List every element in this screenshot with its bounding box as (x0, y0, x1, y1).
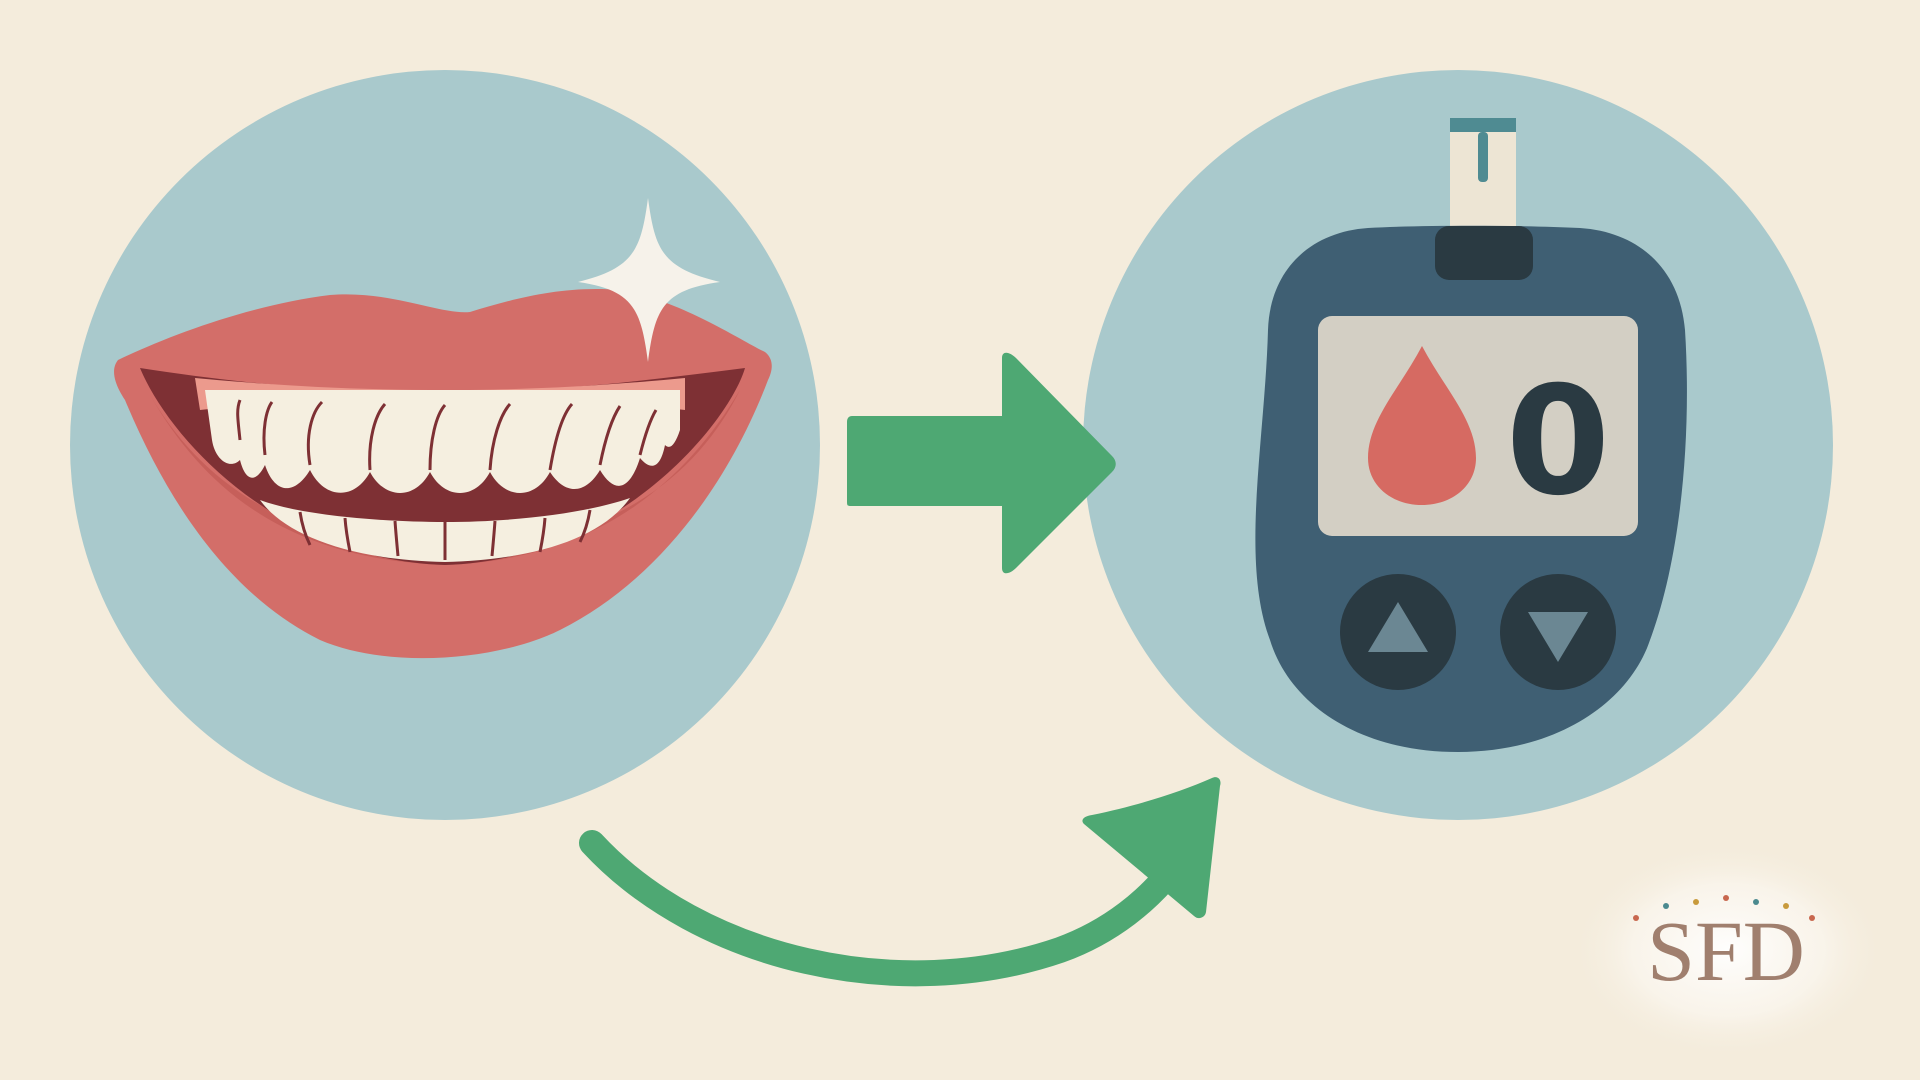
test-strip (1450, 118, 1516, 238)
meter-down-button[interactable] (1500, 574, 1616, 690)
right-arrow-icon (847, 352, 1116, 574)
logo-dots (1633, 895, 1815, 921)
curved-arrow-icon (579, 777, 1221, 987)
meter-reading: 0 (1506, 355, 1610, 529)
strip-port (1435, 226, 1533, 280)
mouth-panel (70, 70, 820, 820)
logo: SFD (1568, 840, 1888, 1060)
meter-up-button[interactable] (1340, 574, 1456, 690)
blood-drop-icon (1368, 346, 1476, 505)
smiling-mouth-icon (114, 289, 772, 659)
sparkle-icon (578, 198, 720, 362)
upper-teeth-lines (236, 399, 658, 471)
meter-panel: 0 (1083, 70, 1833, 820)
triangle-up-icon (1368, 602, 1428, 652)
logo-text: SFD (1647, 903, 1805, 999)
triangle-down-icon (1528, 612, 1588, 662)
lower-teeth-lines (298, 509, 592, 560)
glucose-meter-icon: 0 (1255, 118, 1687, 752)
